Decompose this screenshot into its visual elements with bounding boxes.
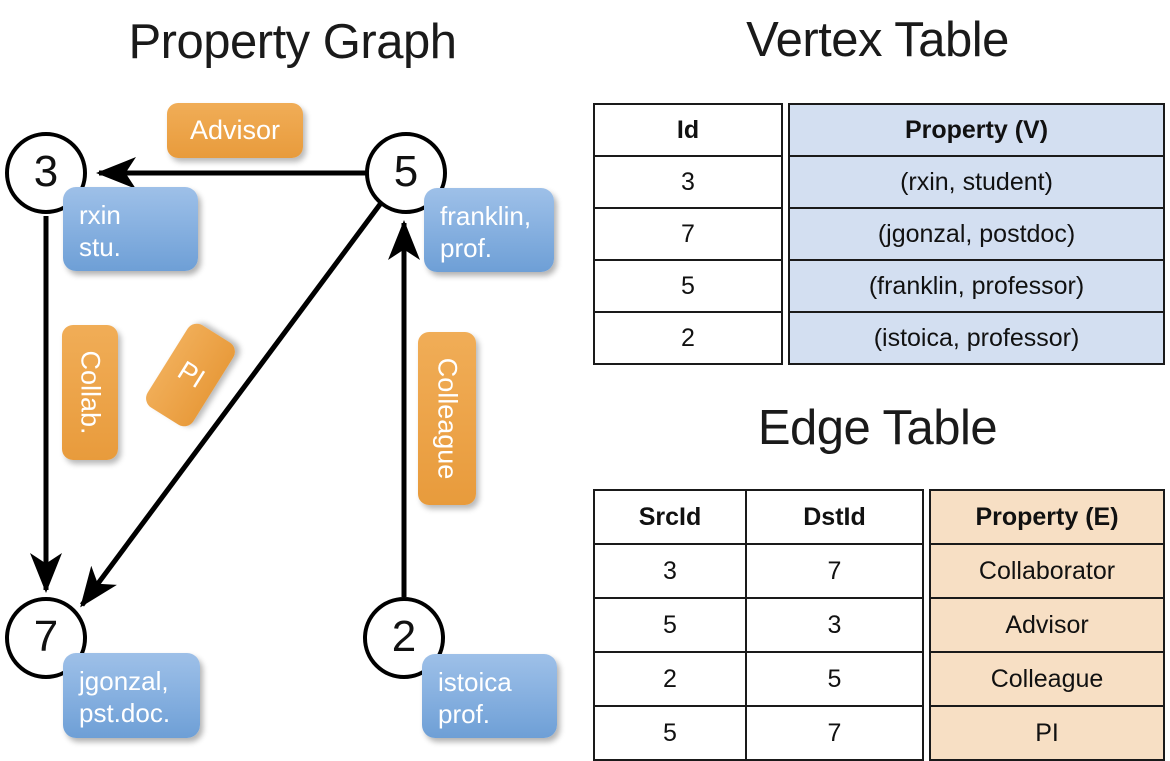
edge-row-1-dst: 3 <box>745 597 924 653</box>
page-title-edge-table: Edge Table <box>757 401 998 455</box>
edge-table-column-gap <box>923 652 930 706</box>
edge-table-column-gap <box>923 544 930 598</box>
edge-tag-colleague-label: Colleague <box>432 357 463 480</box>
property-graph-diagram: 3 5 7 2 rxin stu. franklin, prof. jgonza… <box>0 0 585 760</box>
edge-table-column-gap <box>923 706 930 760</box>
edge-row-3-dst: 7 <box>745 705 924 761</box>
edge-row-2-property: Colleague <box>929 651 1165 707</box>
edge-5-to-7-pi <box>79 201 384 608</box>
edge-table-column-gap <box>923 490 930 544</box>
graph-node-7-name: jgonzal, <box>79 666 169 696</box>
graph-node-2-label: 2 <box>391 612 417 661</box>
edge-row-1-src: 5 <box>593 597 747 653</box>
vertex-table-header-row: Id Property (V) <box>593 103 1165 157</box>
vertex-table-column-gap <box>782 104 789 156</box>
table-row[interactable]: 2 5 Colleague <box>593 651 1165 707</box>
edge-table-header-srcid: SrcId <box>593 489 747 545</box>
table-row[interactable]: 5 3 Advisor <box>593 597 1165 653</box>
graph-node-7-property-box: jgonzal, pst.doc. <box>63 653 200 738</box>
edge-row-2-dst: 5 <box>745 651 924 707</box>
graph-node-2-property-box: istoica prof. <box>422 654 557 738</box>
table-row[interactable]: 3 7 Collaborator <box>593 543 1165 599</box>
edge-row-3-property: PI <box>929 705 1165 761</box>
table-row[interactable]: 7 (jgonzal, postdoc) <box>593 207 1165 261</box>
table-row[interactable]: 5 (franklin, professor) <box>593 259 1165 313</box>
vertex-table-column-gap <box>782 156 789 208</box>
graph-edges-svg <box>30 157 420 608</box>
vertex-row-2-id: 5 <box>593 259 783 313</box>
graph-node-5-name: franklin, <box>440 201 532 231</box>
table-row[interactable]: 2 (istoica, professor) <box>593 311 1165 365</box>
graph-node-7-label: 7 <box>33 612 59 661</box>
graph-node-3-role: stu. <box>79 231 121 262</box>
graph-node-2[interactable]: 2 <box>363 597 445 679</box>
graph-node-5-label: 5 <box>393 147 419 196</box>
vertex-row-0-property: (rxin, student) <box>788 155 1165 209</box>
edge-table-column-gap <box>923 598 930 652</box>
table-row[interactable]: 5 7 PI <box>593 705 1165 761</box>
graph-node-3-label: 3 <box>33 147 59 196</box>
graph-node-5-property-box: franklin, prof. <box>424 188 554 272</box>
vertex-row-3-property: (istoica, professor) <box>788 311 1165 365</box>
edge-tag-advisor-label: Advisor <box>189 115 281 145</box>
vertex-row-1-property: (jgonzal, postdoc) <box>788 207 1165 261</box>
vertex-table-column-gap <box>782 260 789 312</box>
vertex-table-header-id: Id <box>593 103 783 157</box>
graph-node-7-role: pst.doc. <box>79 697 171 728</box>
vertex-row-0-id: 3 <box>593 155 783 209</box>
vertex-row-3-id: 2 <box>593 311 783 365</box>
graph-node-2-name: istoica <box>438 667 512 697</box>
page-title-vertex-table: Vertex Table <box>746 13 1009 67</box>
edge-tag-pi-label: PI <box>171 355 210 395</box>
edge-table-header-row: SrcId DstId Property (E) <box>593 489 1165 545</box>
vertex-table-column-gap <box>782 312 789 364</box>
edge-table-header-dstid: DstId <box>745 489 924 545</box>
table-row[interactable]: 3 (rxin, student) <box>593 155 1165 209</box>
edge-row-0-src: 3 <box>593 543 747 599</box>
edge-row-1-property: Advisor <box>929 597 1165 653</box>
edge-table: SrcId DstId Property (E) 3 7 Collaborato… <box>593 489 1165 761</box>
edge-tag-advisor: Advisor <box>167 103 303 158</box>
graph-node-3-property-box: rxin stu. <box>63 187 198 271</box>
graph-node-5[interactable]: 5 <box>365 132 447 214</box>
vertex-table: Id Property (V) 3 (rxin, student) 7 (jgo… <box>593 103 1165 365</box>
vertex-row-1-id: 7 <box>593 207 783 261</box>
edge-row-2-src: 2 <box>593 651 747 707</box>
graph-node-2-role: prof. <box>438 698 491 729</box>
graph-node-5-role: prof. <box>440 232 493 263</box>
vertex-table-column-gap <box>782 208 789 260</box>
edge-row-0-dst: 7 <box>745 543 924 599</box>
edge-row-0-property: Collaborator <box>929 543 1165 599</box>
vertex-row-2-property: (franklin, professor) <box>788 259 1165 313</box>
edge-tag-collab: Collab. <box>62 325 118 460</box>
edge-table-header-property: Property (E) <box>929 489 1165 545</box>
edge-tag-collab-label: Collab. <box>75 350 106 435</box>
graph-node-3-name: rxin <box>79 200 121 230</box>
edge-tag-colleague: Colleague <box>418 332 476 505</box>
edge-row-3-src: 5 <box>593 705 747 761</box>
vertex-table-header-property: Property (V) <box>788 103 1165 157</box>
page-title-property-graph: Property Graph <box>128 15 458 69</box>
